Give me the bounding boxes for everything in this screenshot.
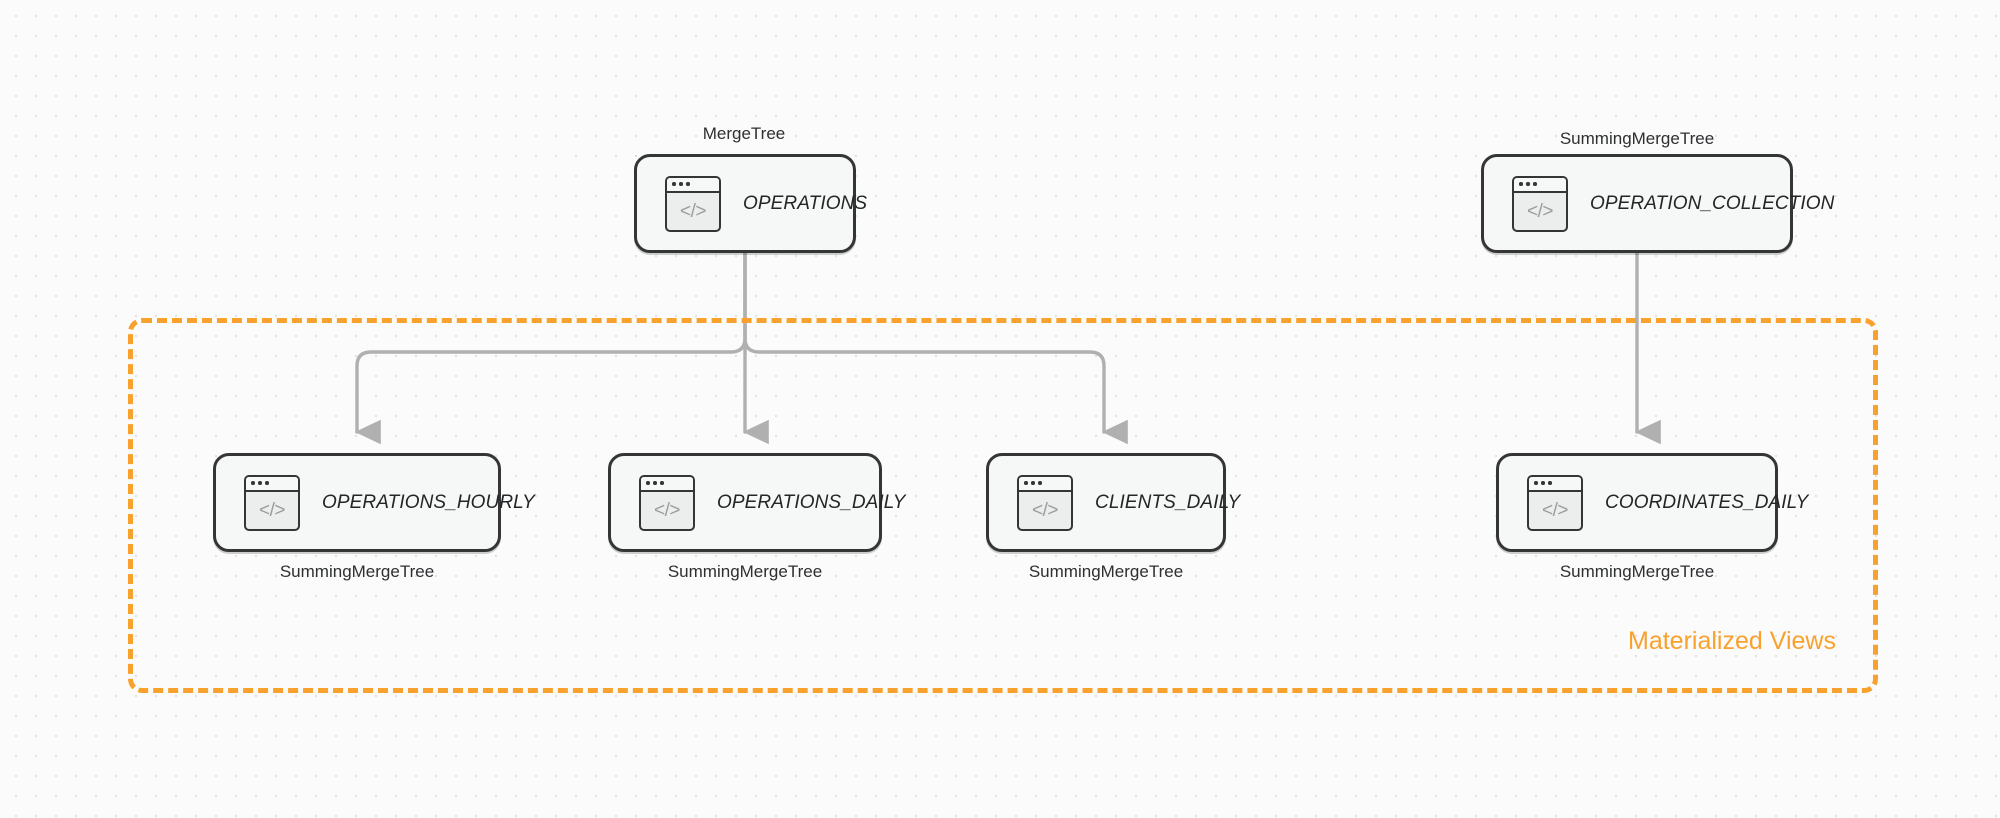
icon-dot: [686, 182, 690, 186]
node-label: OPERATIONS: [743, 192, 868, 214]
icon-titlebar: [1514, 177, 1566, 193]
icon-dot: [1541, 481, 1545, 485]
engine-label-operations: MergeTree: [702, 124, 786, 143]
icon-code-glyph: </>: [1032, 499, 1058, 521]
icon-code-glyph: </>: [1542, 499, 1568, 521]
icon-titlebar: [246, 476, 298, 492]
icon-dot: [1533, 182, 1537, 186]
icon-dot: [1038, 481, 1042, 485]
icon-dot: [672, 182, 676, 186]
icon-dot: [646, 481, 650, 485]
materialized-views-label: Materialized Views: [1628, 627, 1836, 655]
code-window-icon: </>: [1527, 474, 1583, 531]
icon-dot: [1534, 481, 1538, 485]
node-label: OPERATION_COLLECTION: [1590, 192, 1835, 214]
engine-label-operation-collection: SummingMergeTree: [1559, 129, 1715, 148]
icon-code-glyph: </>: [654, 499, 680, 521]
icon-dot: [653, 481, 657, 485]
code-window-icon: </>: [244, 474, 300, 531]
node-label: CLIENTS_DAILY: [1095, 491, 1241, 513]
node-label: COORDINATES_DAILY: [1605, 491, 1809, 513]
icon-code-glyph: </>: [1527, 200, 1553, 222]
icon-dot: [1031, 481, 1035, 485]
code-window-icon: </>: [639, 474, 695, 531]
node-coordinates-daily[interactable]: </> COORDINATES_DAILY: [1496, 453, 1808, 552]
code-window-icon: </>: [1512, 175, 1568, 232]
icon-titlebar: [667, 177, 719, 193]
code-window-icon: </>: [1017, 474, 1073, 531]
engine-label-coordinates-daily: SummingMergeTree: [1559, 562, 1715, 581]
icon-code-glyph: </>: [680, 200, 706, 222]
icon-dot: [265, 481, 269, 485]
node-operations-daily[interactable]: </> OPERATIONS_DAILY: [608, 453, 905, 552]
engine-label-operations-hourly: SummingMergeTree: [279, 562, 435, 581]
engine-label-clients-daily: SummingMergeTree: [1028, 562, 1184, 581]
icon-dot: [1548, 481, 1552, 485]
node-label: OPERATIONS_HOURLY: [322, 491, 535, 513]
icon-dot: [1024, 481, 1028, 485]
icon-dot: [258, 481, 262, 485]
engine-label-operations-daily: SummingMergeTree: [667, 562, 823, 581]
icon-code-glyph: </>: [259, 499, 285, 521]
node-label: OPERATIONS_DAILY: [717, 491, 906, 513]
icon-dot: [679, 182, 683, 186]
icon-titlebar: [1019, 476, 1071, 492]
icon-titlebar: [641, 476, 693, 492]
code-window-icon: </>: [665, 175, 721, 232]
icon-dot: [1526, 182, 1530, 186]
node-operations-hourly[interactable]: </> OPERATIONS_HOURLY: [213, 453, 535, 552]
node-operation-collection[interactable]: </> OPERATION_COLLECTION: [1481, 154, 1834, 253]
icon-dot: [1519, 182, 1523, 186]
node-clients-daily[interactable]: </> CLIENTS_DAILY: [986, 453, 1240, 552]
icon-titlebar: [1529, 476, 1581, 492]
icon-dot: [251, 481, 255, 485]
node-operations[interactable]: </> OPERATIONS: [634, 154, 867, 253]
icon-dot: [660, 481, 664, 485]
